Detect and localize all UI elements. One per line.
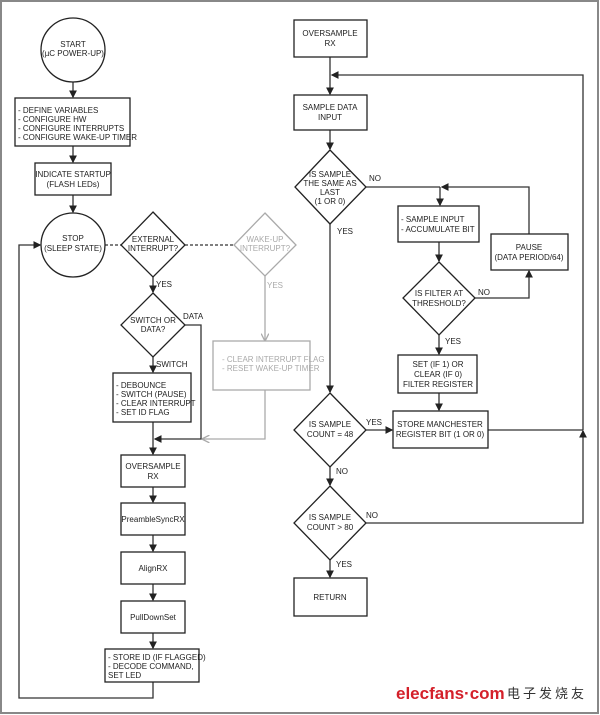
node-text: (1 OR 0) xyxy=(315,197,346,206)
node-sample-input: - SAMPLE INPUT - ACCUMULATE BIT xyxy=(397,205,480,243)
node-align-rx: AlignRX xyxy=(120,551,186,585)
node-oversample-rx-left: OVERSAMPLE RX xyxy=(120,454,186,488)
node-oversample-rx-right: OVERSAMPLE RX xyxy=(293,19,368,58)
node-text: RETURN xyxy=(313,593,347,602)
node-setup: - DEFINE VARIABLES - CONFIGURE HW - CONF… xyxy=(14,97,137,147)
node-text: IS SAMPLE xyxy=(309,513,351,522)
node-text: STORE MANCHESTER xyxy=(397,420,483,429)
node-text: COUNT > 80 xyxy=(307,523,354,532)
node-text: THRESHOLD? xyxy=(412,299,466,308)
decision-wake-up-interrupt: WAKE-UP INTERRUPT? xyxy=(233,212,297,277)
watermark-logo: elecfans·com 电子发烧友 xyxy=(396,684,587,703)
edge-labels: YES YES DATA SWITCH NO YES NO YES YES NO… xyxy=(156,174,490,569)
label-no: NO xyxy=(369,174,381,183)
node-text: - DEFINE VARIABLES xyxy=(18,106,98,115)
node-text: CLEAR (IF 0) xyxy=(414,370,462,379)
node-set-clear-filter: SET (IF 1) OR CLEAR (IF 0) FILTER REGIST… xyxy=(397,354,478,394)
node-text: - CLEAR INTERRUPT FLAG xyxy=(222,355,325,364)
node-text: REGISTER BIT (1 OR 0) xyxy=(396,430,485,439)
node-store-manchester: STORE MANCHESTER REGISTER BIT (1 OR 0) xyxy=(392,410,489,449)
label-no: NO xyxy=(366,511,378,520)
node-text: (SLEEP STATE) xyxy=(44,244,102,253)
node-text: INTERRUPT? xyxy=(128,244,179,253)
decision-same-as-last: IS SAMPLE THE SAME AS LAST (1 OR 0) xyxy=(294,149,367,225)
label-no: NO xyxy=(336,467,348,476)
node-indicate-startup: INDICATE STARTUP (FLASH LEDs) xyxy=(34,162,112,196)
node-text: - CONFIGURE HW xyxy=(18,115,87,124)
decision-switch-or-data: SWITCH OR DATA? xyxy=(120,292,186,358)
node-text: THE SAME AS xyxy=(303,179,356,188)
label-yes: YES xyxy=(445,337,461,346)
node-text: AlignRX xyxy=(139,564,169,573)
node-text: - CLEAR INTERRUPT xyxy=(116,399,196,408)
node-text: RX xyxy=(324,39,336,48)
node-text: EXTERNAL xyxy=(132,235,175,244)
node-text: - RESET WAKE-UP TIMER xyxy=(222,364,320,373)
node-text: SWITCH OR xyxy=(130,316,176,325)
node-text: INDICATE STARTUP xyxy=(35,170,111,179)
node-debounce: - DEBOUNCE - SWITCH (PAUSE) - CLEAR INTE… xyxy=(112,372,196,423)
node-return: RETURN xyxy=(293,577,368,617)
node-text: COUNT = 48 xyxy=(307,430,354,439)
node-start: START (µC POWER-UP) xyxy=(40,17,106,83)
decision-filter-threshold: IS FILTER AT THRESHOLD? xyxy=(402,261,476,336)
decision-count-48: IS SAMPLE COUNT = 48 xyxy=(293,392,367,468)
node-preamble-sync-rx: PreambleSyncRX xyxy=(120,502,186,536)
label-switch: SWITCH xyxy=(156,360,188,369)
node-text: - DECODE COMMAND, xyxy=(108,662,194,671)
node-text: (FLASH LEDs) xyxy=(47,180,100,189)
label-no: NO xyxy=(478,288,490,297)
node-text: STOP xyxy=(62,234,84,243)
node-text: - CONFIGURE INTERRUPTS xyxy=(18,124,124,133)
node-text: START xyxy=(60,40,86,49)
node-stop: STOP (SLEEP STATE) xyxy=(40,212,106,278)
node-text: IS SAMPLE xyxy=(309,170,351,179)
node-pull-down-set: PullDownSet xyxy=(120,600,186,634)
node-text: - SAMPLE INPUT xyxy=(401,215,465,224)
node-text: (DATA PERIOD/64) xyxy=(494,253,563,262)
node-text: (µC POWER-UP) xyxy=(42,49,104,58)
node-text: PreambleSyncRX xyxy=(121,515,185,524)
label-yes: YES xyxy=(337,227,353,236)
logo-chinese-text: 电子发烧友 xyxy=(507,686,587,702)
logo-text: elecfans·com xyxy=(396,684,505,703)
node-text: INPUT xyxy=(318,113,342,122)
node-text: FILTER REGISTER xyxy=(403,380,473,389)
label-yes: YES xyxy=(336,560,352,569)
node-sample-data-input: SAMPLE DATA INPUT xyxy=(293,94,368,131)
node-text: DATA? xyxy=(141,325,166,334)
node-text: - STORE ID (IF FLAGGED) xyxy=(108,653,206,662)
node-text: PAUSE xyxy=(516,243,543,252)
label-yes: YES xyxy=(156,280,172,289)
connectors xyxy=(18,57,587,699)
node-text: RX xyxy=(147,472,159,481)
node-clear-interrupt-flag: - CLEAR INTERRUPT FLAG - RESET WAKE-UP T… xyxy=(212,340,325,391)
node-text: IS FILTER AT xyxy=(415,289,463,298)
node-text: OVERSAMPLE xyxy=(302,29,357,38)
label-data: DATA xyxy=(183,312,204,321)
node-text: SET (IF 1) OR xyxy=(413,360,464,369)
node-text: - ACCUMULATE BIT xyxy=(401,225,475,234)
node-text: LAST xyxy=(320,188,340,197)
node-text: - SET ID FLAG xyxy=(116,408,170,417)
node-text: - SWITCH (PAUSE) xyxy=(116,390,187,399)
label-yes: YES xyxy=(366,418,382,427)
node-text: INTERRUPT? xyxy=(240,244,291,253)
node-store-id: - STORE ID (IF FLAGGED) - DECODE COMMAND… xyxy=(104,648,206,683)
node-text: SET LED xyxy=(108,671,141,680)
node-text: - DEBOUNCE xyxy=(116,381,166,390)
decision-external-interrupt: EXTERNAL INTERRUPT? xyxy=(120,211,186,278)
decision-count-80: IS SAMPLE COUNT > 80 xyxy=(293,485,367,561)
node-text: PullDownSet xyxy=(130,613,177,622)
node-text: WAKE-UP xyxy=(246,235,283,244)
node-text: SAMPLE DATA xyxy=(303,103,358,112)
node-text: IS SAMPLE xyxy=(309,420,351,429)
node-pause: PAUSE (DATA PERIOD/64) xyxy=(490,233,569,271)
node-text: - CONFIGURE WAKE-UP TIMER xyxy=(18,133,137,142)
node-text: OVERSAMPLE xyxy=(125,462,180,471)
label-yes: YES xyxy=(267,281,283,290)
